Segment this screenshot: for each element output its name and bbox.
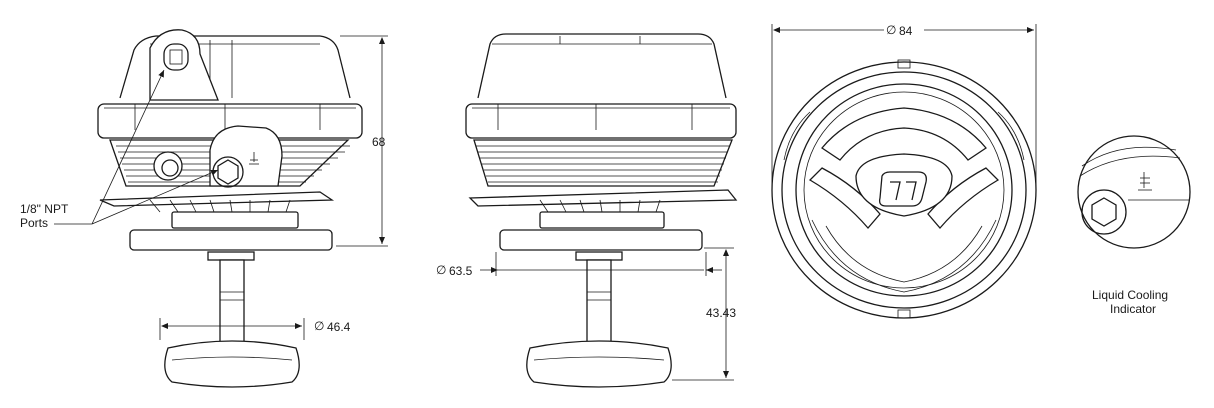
dim-top-diameter: ∅ 84 — [771, 22, 1037, 186]
dim-base-diameter: ∅ 63.5 — [436, 252, 722, 278]
liquid-cooling-icon — [249, 152, 259, 165]
npt-ports-line1: 1/8" NPT — [20, 202, 69, 216]
dim-valve-diameter-label: 46.4 — [327, 320, 351, 334]
liquid-cooling-line1: Liquid Cooling — [1092, 288, 1168, 302]
side-view-left — [97, 29, 363, 388]
npt-ports-line2: Ports — [20, 216, 48, 230]
diameter-symbol: ∅ — [886, 23, 896, 37]
dim-valve-diameter: ∅ 46.4 — [159, 318, 351, 340]
top-view — [771, 59, 1037, 319]
liquid-cooling-line2: Indicator — [1110, 302, 1156, 316]
diameter-symbol: ∅ — [314, 319, 324, 333]
diameter-symbol: ∅ — [436, 263, 446, 277]
liquid-cooling-detail: Liquid Cooling Indicator — [1077, 135, 1191, 316]
dim-stem-height-label: 43.43 — [706, 306, 736, 320]
tial-logo-icon — [878, 171, 927, 207]
dim-stem-height: 43.43 — [672, 247, 736, 381]
npt-ports-callout: 1/8" NPT Ports — [20, 69, 219, 230]
thermometer-icon — [1138, 172, 1152, 191]
dim-top-diameter-label: 84 — [899, 24, 913, 38]
dim-height-68: 68 — [336, 35, 388, 247]
front-view — [465, 33, 738, 388]
front-cooling-fins — [476, 145, 730, 183]
dim-height-label: 68 — [372, 135, 386, 149]
dim-base-diameter-label: 63.5 — [449, 264, 473, 278]
